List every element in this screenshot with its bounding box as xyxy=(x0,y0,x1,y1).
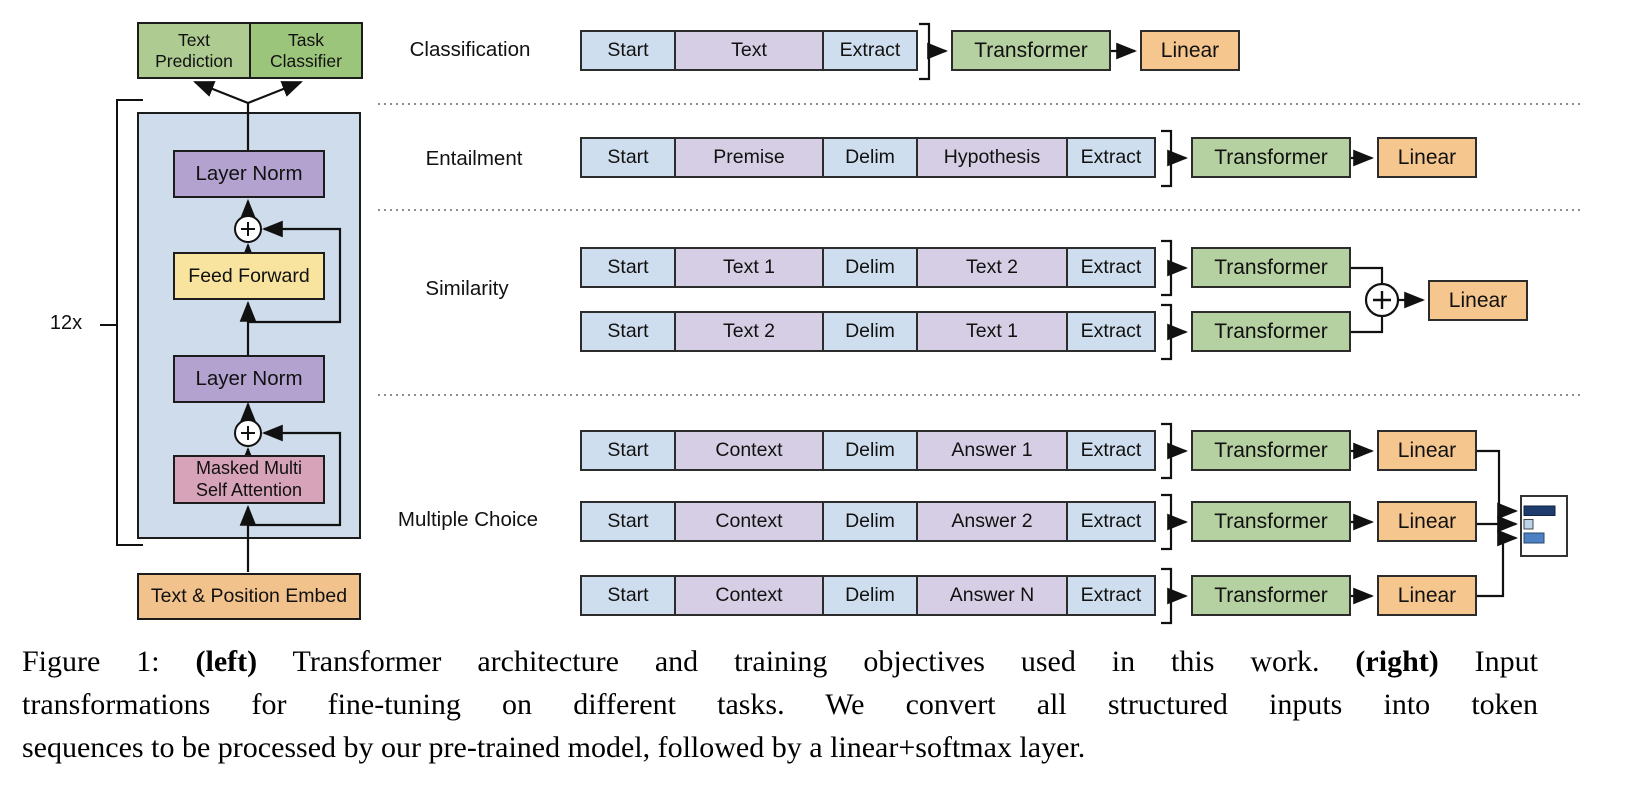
token-extract: Extract xyxy=(1066,311,1156,352)
token-start: Start xyxy=(580,30,676,71)
output-heads: Text Prediction Task Classifier xyxy=(137,22,363,79)
token-extract: Extract xyxy=(1066,575,1156,616)
token-text2: Text 2 xyxy=(674,311,824,352)
plus-icon xyxy=(1364,282,1400,318)
token-extract: Extract xyxy=(1066,137,1156,178)
token-extract: Extract xyxy=(1066,247,1156,288)
token-delim: Delim xyxy=(822,311,918,352)
token-start: Start xyxy=(580,311,676,352)
caption-line-1: Figure 1: (left) Transformer architectur… xyxy=(22,645,1538,678)
token-delim: Delim xyxy=(822,501,918,542)
multiple-choice-strip-2: Start Context Delim Answer 2 Extract xyxy=(580,501,1156,542)
token-delim: Delim xyxy=(822,247,918,288)
token-extract: Extract xyxy=(1066,430,1156,471)
multiple-choice-strip-1: Start Context Delim Answer 1 Extract xyxy=(580,430,1156,471)
classification-strip: Start Text Extract xyxy=(580,30,918,71)
classification-transformer-box: Transformer xyxy=(951,30,1111,71)
token-start: Start xyxy=(580,137,676,178)
token-extract: Extract xyxy=(1066,501,1156,542)
entailment-linear-box: Linear xyxy=(1377,137,1477,178)
similarity-label: Similarity xyxy=(425,277,509,300)
multiple-choice-label: Multiple Choice xyxy=(397,508,539,531)
feed-forward-box: Feed Forward xyxy=(173,252,325,300)
entailment-transformer-box: Transformer xyxy=(1191,137,1351,178)
text-prediction-box: Text Prediction xyxy=(137,22,251,79)
token-context: Context xyxy=(674,501,824,542)
masked-self-attention-box: Masked Multi Self Attention xyxy=(173,455,325,504)
token-start: Start xyxy=(580,501,676,542)
masked-self-attention-label: Masked Multi Self Attention xyxy=(195,457,303,500)
token-answerN: Answer N xyxy=(916,575,1068,616)
task-classifier-box: Task Classifier xyxy=(249,22,363,79)
token-text1: Text 1 xyxy=(916,311,1068,352)
token-premise: Premise xyxy=(674,137,824,178)
token-context: Context xyxy=(674,430,824,471)
token-text: Text xyxy=(674,30,824,71)
token-start: Start xyxy=(580,247,676,288)
similarity-strip-2: Start Text 2 Delim Text 1 Extract xyxy=(580,311,1156,352)
figure-caption: Figure 1: (left) Transformer architectur… xyxy=(22,640,1538,769)
similarity-transformer-1-box: Transformer xyxy=(1191,247,1351,288)
similarity-linear-box: Linear xyxy=(1428,280,1528,321)
layer-norm-bottom-box: Layer Norm xyxy=(173,355,325,403)
token-answer1: Answer 1 xyxy=(916,430,1068,471)
multiple-choice-transformer-3-box: Transformer xyxy=(1191,575,1351,616)
token-extract: Extract xyxy=(822,30,918,71)
multiple-choice-strip-3: Start Context Delim Answer N Extract xyxy=(580,575,1156,616)
token-answer2: Answer 2 xyxy=(916,501,1068,542)
token-text2: Text 2 xyxy=(916,247,1068,288)
token-delim: Delim xyxy=(822,575,918,616)
entailment-strip: Start Premise Delim Hypothesis Extract xyxy=(580,137,1156,178)
token-delim: Delim xyxy=(822,430,918,471)
text-position-embed-box: Text & Position Embed xyxy=(137,573,361,620)
similarity-transformer-2-box: Transformer xyxy=(1191,311,1351,352)
token-context: Context xyxy=(674,575,824,616)
entailment-label: Entailment xyxy=(425,147,523,170)
softmax-bars-icon xyxy=(1520,495,1568,557)
similarity-strip-1: Start Text 1 Delim Text 2 Extract xyxy=(580,247,1156,288)
classification-label: Classification xyxy=(409,38,531,61)
token-start: Start xyxy=(580,430,676,471)
multiple-choice-linear-3-box: Linear xyxy=(1377,575,1477,616)
multiple-choice-transformer-1-box: Transformer xyxy=(1191,430,1351,471)
multiple-choice-linear-2-box: Linear xyxy=(1377,501,1477,542)
multiple-choice-transformer-2-box: Transformer xyxy=(1191,501,1351,542)
repeat-12x-label: 12x xyxy=(49,312,83,334)
caption-line-3: sequences to be processed by our pre-tra… xyxy=(22,731,1086,764)
layer-norm-top-box: Layer Norm xyxy=(173,150,325,198)
classification-linear-box: Linear xyxy=(1140,30,1240,71)
token-hypothesis: Hypothesis xyxy=(916,137,1068,178)
token-start: Start xyxy=(580,575,676,616)
multiple-choice-linear-1-box: Linear xyxy=(1377,430,1477,471)
token-text1: Text 1 xyxy=(674,247,824,288)
caption-line-2: transformations for fine-tuning on diffe… xyxy=(22,688,1538,721)
token-delim: Delim xyxy=(822,137,918,178)
